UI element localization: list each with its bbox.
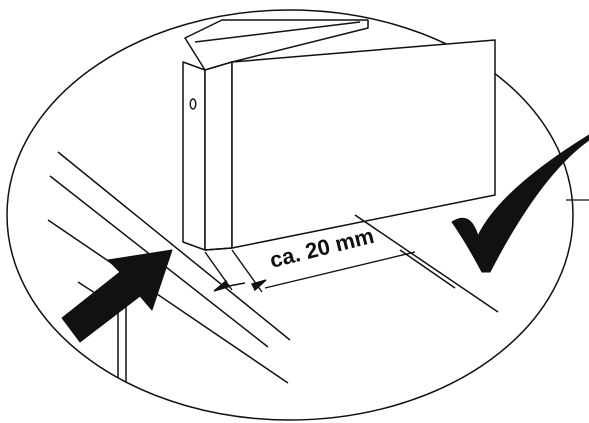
cabinet-panel [182,19,496,251]
dimension-line [204,249,416,293]
pointer-arrow [61,249,173,343]
dowel-hole [189,98,197,110]
floor-lines [204,214,499,313]
check-mark-icon [451,134,589,273]
